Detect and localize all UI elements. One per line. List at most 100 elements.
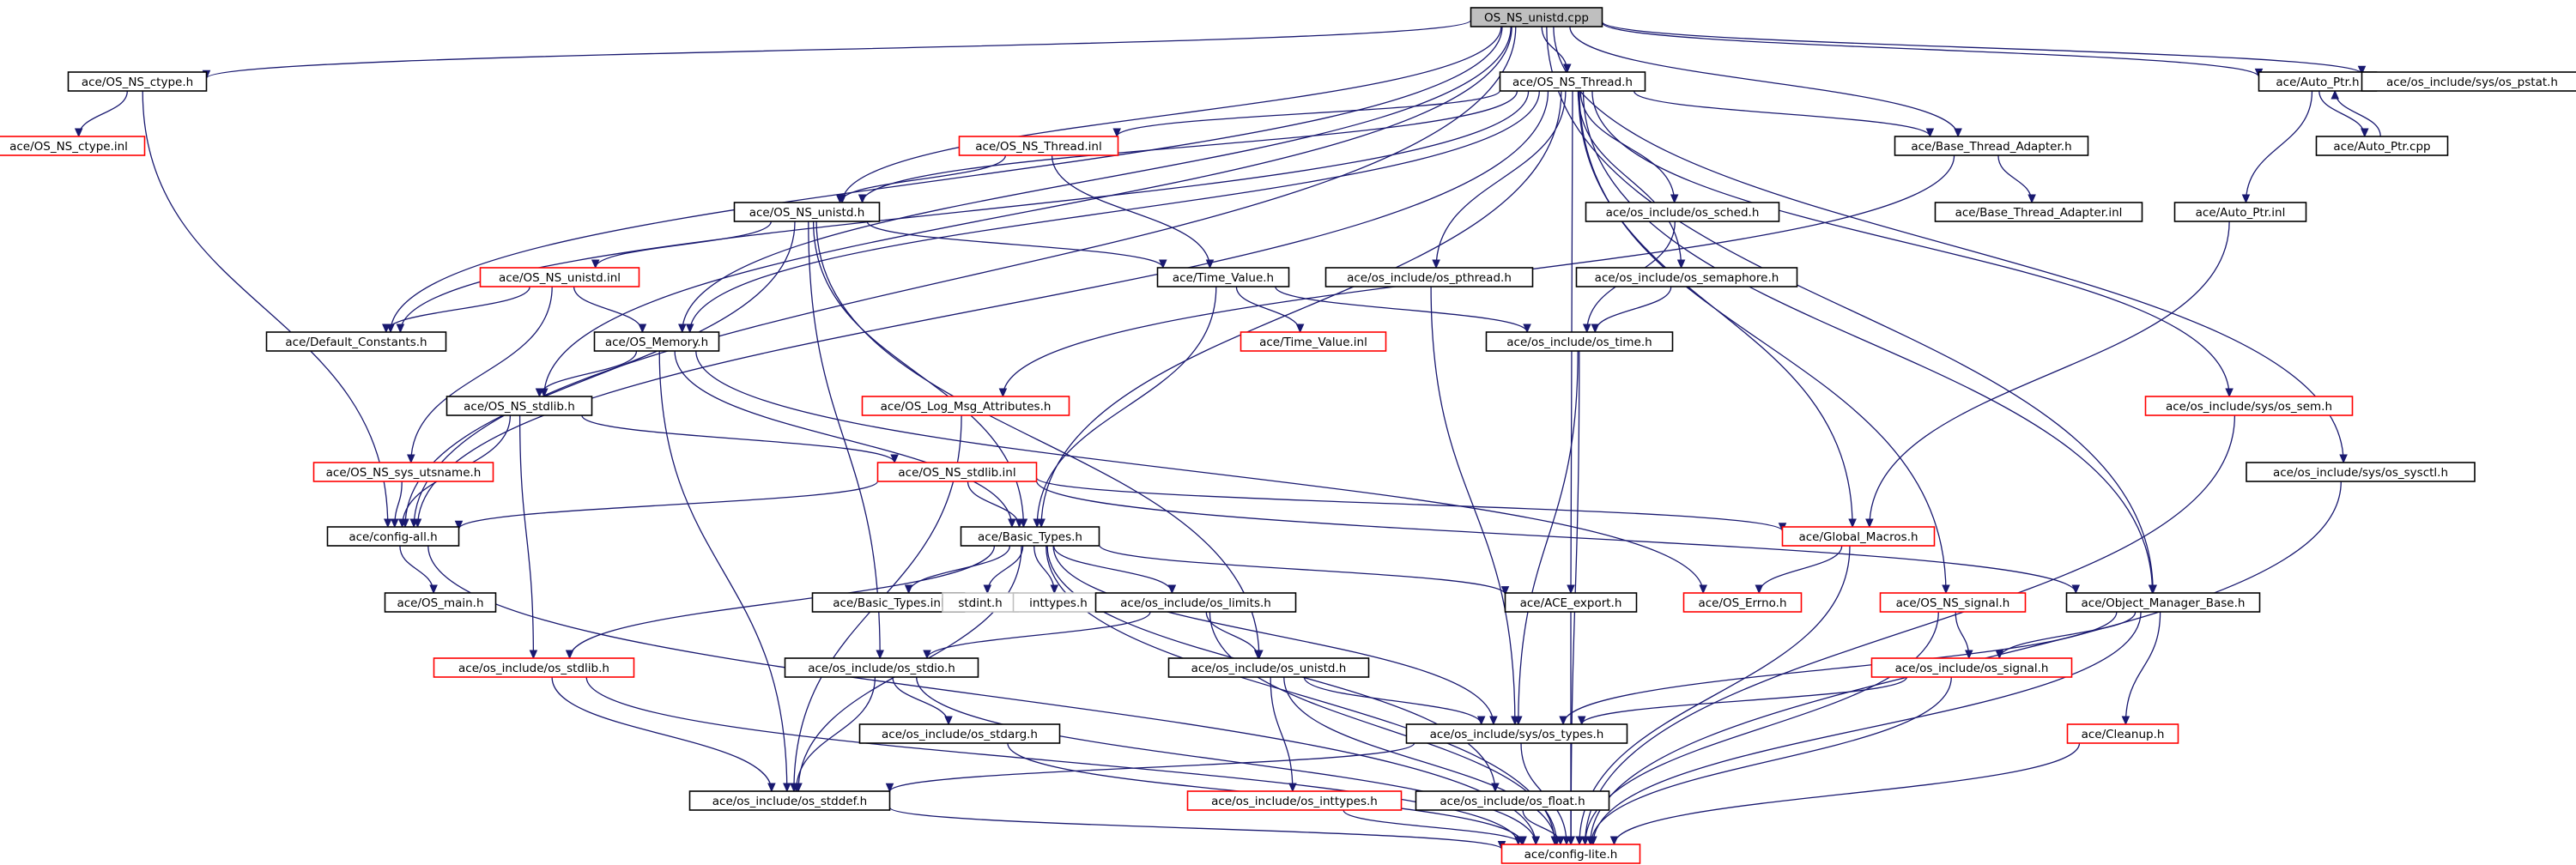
edge-os-signal-h-to-configlite-h [1591,676,1952,845]
edge-arrowhead [890,454,899,464]
edge-thread-inl-to-unistd-h [839,154,1007,203]
node-box [1186,790,1403,811]
node-box [960,526,1100,547]
node-box [2173,202,2307,222]
node-label: ace/Global_Macros.h [1798,530,1918,544]
node-box [1094,592,1297,613]
graph-node-osmain-h: ace/OS_main.h [384,592,497,613]
edge-root-to-pstat-h [1601,21,2363,75]
node-label: ace/Cleanup.h [2082,728,2165,741]
edge-omb-h-to-sys-types-h [1562,611,2118,725]
edge-arrowhead [1562,836,1571,846]
edge-thread-h-to-basictypes-h [1040,90,1562,528]
graph-node-omb-h: ace/Object_Manager_Base.h [2065,592,2261,613]
graph-node-os-stdlib-h: ace/os_include/os_stdlib.h [433,657,635,678]
node-label: inttypes.h [1029,596,1088,610]
edge-arrowhead [791,783,801,793]
node-label: ace/Object_Manager_Base.h [2082,596,2246,610]
edge-thread-h-to-omb-h [1582,90,2154,594]
edge-arrowhead [413,518,422,529]
node-box [384,592,497,613]
edge-arrowhead [1676,259,1686,269]
graph-node-sysctl-h: ace/os_include/sys/os_sysctl.h [2246,462,2476,482]
graph-node-oserrno-h: ace/OS_Errno.h [1682,592,1803,613]
node-label: ace/Default_Constants.h [285,336,427,349]
edge-basictypes-h-to-sys-types-h [1052,545,1494,725]
node-box [445,396,593,416]
edge-arrowhead [1514,716,1523,726]
node-label: ace/os_include/os_unistd.h [1191,662,1347,675]
graph-node-sys-sem-h: ace/os_include/sys/os_sem.h [2144,396,2354,416]
edge-arrowhead [1523,324,1531,334]
edge-arrowhead [1591,324,1600,334]
node-label: ace/os_include/os_pthread.h [1347,271,1512,285]
edge-basictypes-h-to-ace-export-h [1098,544,1506,595]
graph-node-sys-types-h: ace/os_include/sys/os_types.h [1405,723,1628,744]
edge-arrowhead [2241,194,2251,204]
graph-node-os-float-h: ace/os_include/os_float.h [1415,790,1610,811]
node-box [1781,526,1936,547]
graph-node-ctype-inl: ace/OS_NS_ctype.inl [0,136,146,156]
node-label: ace/OS_NS_Thread.inl [975,140,1101,154]
node-label: ace/OS_Errno.h [1698,596,1786,610]
edge-os-stdio-h-to-os-stddef-h [795,676,876,792]
edge-arrowhead [382,324,391,334]
edge-stdlib-inl-to-globalmacros-h [1035,477,1784,532]
edge-thread-h-to-pthread-h [1435,90,1567,269]
edge-basictypes-h-to-stdint-h [986,545,1024,594]
node-label: ace/Basic_Types.h [978,530,1082,544]
graph-node-thread-inl: ace/OS_NS_Thread.inl [958,136,1119,156]
edge-arrowhead [904,584,913,595]
edge-os-limits-h-to-os-stdio-h [926,611,1151,659]
node-label: ace/Base_Thread_Adapter.inl [1955,206,2123,220]
graph-node-thread-h: ace/OS_NS_Thread.h [1499,71,1646,92]
graph-node-os-stdarg-h: ace/os_include/os_stdarg.h [858,723,1061,744]
node-box [1324,267,1534,287]
edge-os-unistd-h-to-sys-types-h [1303,676,1482,725]
edge-arrowhead [74,128,83,138]
node-box [0,136,146,156]
graph-node-timevalue-inl: ace/Time_Value.inl [1240,331,1387,352]
edge-arrowhead [1563,64,1572,74]
edge-thread-h-to-configall-h [416,90,1549,528]
node-label: ace/Time_Value.inl [1259,336,1367,349]
edge-root-to-stdlib-h [543,26,1512,397]
edge-unistd-inl-to-defconst-h [385,286,530,333]
graph-node-cleanup-h: ace/Cleanup.h [2066,723,2179,744]
edge-root-to-autoptr-h [1601,21,2260,77]
graph-node-osmemory-h: ace/OS_Memory.h [593,331,720,352]
edge-arrowhead [2357,65,2367,76]
edge-arrowhead [2331,89,2339,100]
graph-node-basictypes-inl: ace/Basic_Types.inl [811,592,966,613]
edge-ctype-h-to-configall-h [142,90,389,528]
edge-arrowhead [1551,836,1560,846]
edge-root-to-defconst-h [390,26,1503,333]
node-box [326,526,460,547]
node-box [265,331,447,352]
node-label: ace/os_include/os_inttypes.h [1211,795,1378,808]
edge-arrowhead [529,650,538,660]
edge-basictypes-h-to-basictypes-inl [907,545,1011,594]
node-label: ace/OS_Log_Msg_Attributes.h [881,400,1052,414]
node-box [2361,71,2576,92]
graph-node-basictypes-h: ace/Basic_Types.h [960,526,1100,547]
edge-arrowhead [407,454,415,464]
edge-arrowhead [1253,650,1263,660]
graph-node-os-inttypes-h: ace/os_include/os_inttypes.h [1186,790,1403,811]
graph-node-semaphore-h: ace/os_include/os_semaphore.h [1575,267,1798,287]
node-label: ace/config-lite.h [1524,848,1618,862]
edge-basictypes-h-to-os-limits-h [1052,545,1173,594]
graph-node-stdlib-h: ace/OS_NS_stdlib.h [445,396,593,416]
edge-arrowhead [1476,716,1486,726]
edge-timevalue-h-to-basictypes-h [1036,286,1217,528]
graph-node-root: OS_NS_unistd.cpp [1470,7,1603,27]
edge-thread-inl-to-timevalue-h [1051,154,1211,269]
node-box [958,136,1119,156]
edge-arrowhead [454,520,464,530]
graph-node-pthread-h: ace/os_include/os_pthread.h [1324,267,1534,287]
graph-node-inttypes-h: inttypes.h [1012,592,1105,613]
node-label: ace/os_include/sys/os_sysctl.h [2273,466,2448,480]
node-box [858,723,1061,744]
edge-stdlib-h-to-os-stdlib-h [518,414,535,659]
